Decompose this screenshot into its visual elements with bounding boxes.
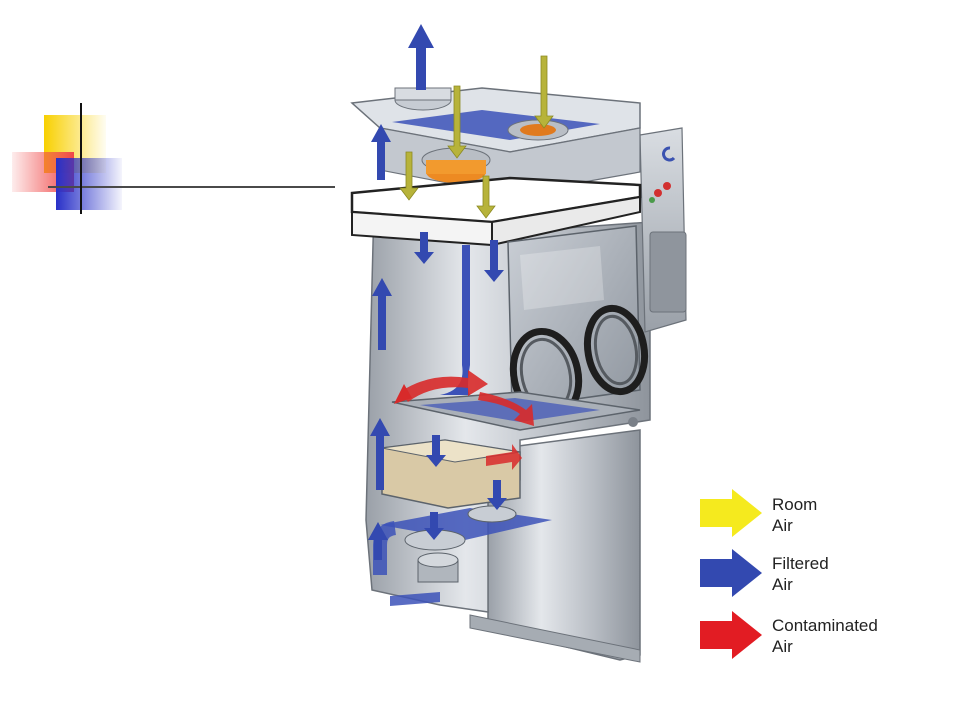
filtered-air-arrow (424, 512, 444, 540)
squares-crosshair-icon (12, 103, 335, 214)
hepa-filter-edge (491, 195, 641, 247)
contaminated-air-arrow (400, 370, 488, 402)
room-air-arrow (534, 55, 554, 129)
filtered-air-arrow (426, 435, 446, 467)
filtered-air-arrow (414, 232, 434, 264)
filtered-air-arrow (368, 522, 388, 560)
deco-blue-square (56, 158, 122, 210)
filtered-air-arrow (370, 418, 390, 490)
glove-port-ring (583, 304, 649, 396)
glove-port-ring (593, 314, 639, 386)
filtered-air-arrow (371, 124, 391, 180)
work-tray-blue (420, 398, 600, 422)
indicator-light (663, 182, 671, 190)
exhaust-collar (417, 552, 459, 568)
room-air-arrow (476, 175, 496, 219)
contaminated-air-arrow (486, 444, 522, 470)
filtered-air-arrow (372, 278, 392, 350)
window-reflection (520, 246, 604, 310)
room-air-arrow (399, 151, 419, 201)
filtered-air-arrow (487, 480, 507, 510)
cabinet-foot (469, 614, 641, 663)
exhaust-collar (467, 505, 517, 523)
airflow-arrows (368, 24, 554, 560)
fan-motor (520, 124, 556, 136)
legend-label-filtered-air: Filtered Air (772, 554, 829, 594)
arrow-right-icon (700, 489, 762, 537)
blower-fan-body (426, 160, 486, 174)
filtered-air-duct (390, 592, 440, 606)
legend (700, 489, 762, 659)
tray-knob (628, 417, 638, 427)
contaminated-air-arrow (478, 392, 534, 426)
isolator-cabinet-icon (350, 87, 687, 663)
contaminated-air-arrow (394, 384, 412, 404)
filtered-air-arrow (408, 24, 434, 90)
indicator-light (654, 189, 662, 197)
filtered-air-channel (462, 245, 470, 365)
arrow-right-icon (700, 611, 762, 659)
status-dot (649, 197, 655, 203)
room-air-arrow (447, 85, 467, 159)
glass-viewing-window (507, 225, 641, 409)
side-vent (649, 231, 687, 313)
legend-label-contaminated-air: Contaminated Air (772, 616, 878, 656)
brand-mark-icon (662, 146, 676, 162)
legend-label-room-air: Room Air (772, 495, 818, 535)
filtered-air-arrow (484, 240, 504, 282)
arrow-right-icon (700, 549, 762, 597)
